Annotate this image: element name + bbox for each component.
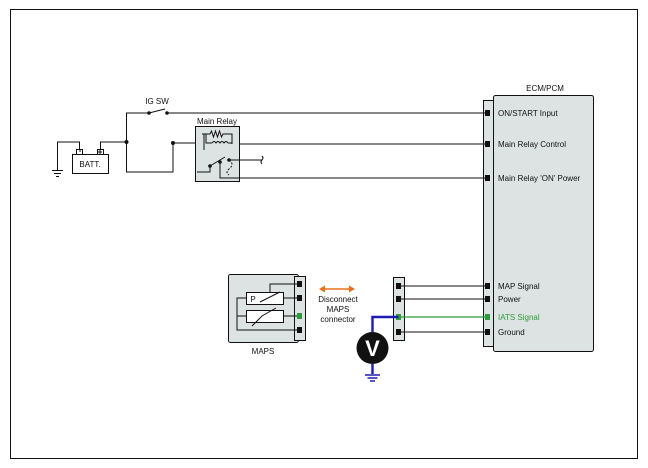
harness-terminal [396,329,401,335]
ig-sw-blade [148,108,166,114]
terminal [485,296,490,302]
maps-terminal [297,313,302,319]
terminal [485,110,490,116]
maps-sensor: P MAPS [228,274,306,356]
maps-terminal [297,327,302,333]
instruction-line1: Disconnect [318,295,358,304]
harness-connector-body [393,277,405,341]
ecm-terminals [485,110,490,335]
terminal [485,175,490,181]
maps-thermistor [246,310,284,323]
instruction-line3: connector [320,315,355,324]
terminal [485,141,490,147]
maps-terminal [297,295,302,301]
ecm-pcm-module: ECM/PCM [483,84,594,352]
pin-iats-signal: IATS Signal [498,313,540,322]
ecm-body [493,95,594,352]
pin-map-signal: MAP Signal [498,282,540,291]
maps-p-label: P [250,295,255,304]
relay-wiring [229,143,485,179]
maps-label: MAPS [252,347,275,356]
battery-label: BATT. [79,160,100,169]
ecm-pin-labels: ON/START Input Main Relay Control Main R… [498,109,581,337]
maps-terminal [297,281,302,287]
ecm-title: ECM/PCM [526,84,564,93]
main-relay-label: Main Relay [197,117,237,126]
pin-ground: Ground [498,328,525,337]
voltmeter-probe: V [356,315,399,382]
maps-body [228,274,299,343]
harness-terminal [396,296,401,302]
main-relay-box [195,126,240,182]
battery [72,154,109,174]
pin-main-relay-on-power: Main Relay 'ON' Power [498,174,581,183]
pin-main-relay-control: Main Relay Control [498,140,566,149]
harness-connector [393,277,485,341]
voltmeter-icon: V [356,332,389,364]
pin-power: Power [498,295,521,304]
maps-connector [294,276,306,341]
terminal [485,314,490,320]
double-arrow-icon [319,285,355,293]
pin-on-start-input: ON/START Input [498,109,558,118]
main-relay: Main Relay [195,117,240,182]
disconnect-instruction: Disconnect MAPS connector [318,285,359,324]
voltmeter-label: V [365,336,380,361]
ground-icon [52,170,63,177]
terminal [485,329,490,335]
instruction-line2: MAPS [327,305,350,314]
maps-pressure-element [246,292,284,305]
ig-sw-label: IG SW [145,97,169,106]
battery-terminal-negative [76,149,83,155]
ground-icon [365,374,380,382]
harness-terminal [396,283,401,289]
power-wiring: BATT. IG SW [52,97,485,177]
terminal [485,283,490,289]
